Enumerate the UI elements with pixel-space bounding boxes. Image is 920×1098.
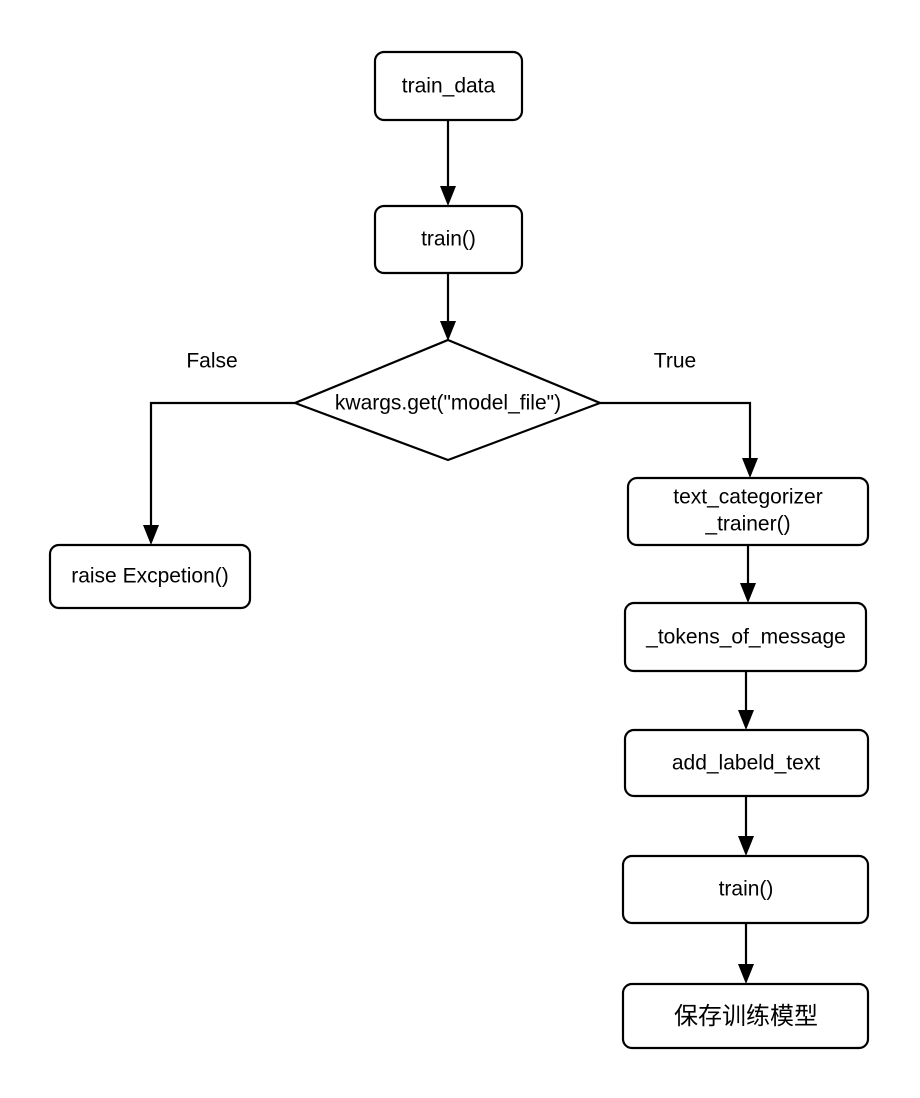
node-text-categorizer-trainer-shape: [626, 476, 870, 547]
node-save-model-shape: [621, 982, 870, 1050]
node-train-data-shape: [373, 50, 524, 122]
node-decision-shape: [291, 338, 603, 462]
node-decision-model-file[interactable]: kwargs.get("model_file"): [291, 338, 603, 462]
node-tokens-of-message-shape: [623, 601, 868, 673]
arrow-head-icon: [738, 710, 754, 730]
arrow-head-icon: [440, 186, 456, 206]
edge-train-to-decision: [440, 273, 456, 341]
node-save-model-label: 保存训练模型: [674, 1002, 818, 1030]
node-save-model[interactable]: 保存训练模型: [621, 982, 870, 1050]
branch-label-false: False: [186, 350, 237, 373]
node-text-categorizer-trainer[interactable]: text_categorizer _trainer(): [626, 476, 870, 547]
node-tokens-of-message[interactable]: _tokens_of_message: [623, 601, 868, 673]
node-raise-exception[interactable]: raise Excpetion(): [48, 543, 252, 610]
arrow-head-icon: [143, 525, 159, 545]
branch-label-true: True: [654, 350, 696, 373]
edge-train-data-to-train: [440, 120, 456, 206]
node-train-call-label: train(): [421, 228, 476, 251]
edge-text-categorizer-to-tokens: [740, 545, 756, 603]
arrow-head-icon: [440, 321, 456, 341]
arrow-head-icon: [742, 458, 758, 478]
node-train-inner-label: train(): [719, 878, 774, 901]
node-decision-label: kwargs.get("model_file"): [335, 392, 561, 415]
edge-add-labeld-text-to-train: [738, 796, 754, 856]
node-train-call-shape: [373, 204, 524, 275]
node-add-labeld-text-label: add_labeld_text: [672, 752, 820, 775]
node-raise-exception-shape: [48, 543, 252, 610]
node-add-labeld-text-shape: [623, 728, 870, 798]
arrow-head-icon: [738, 964, 754, 984]
node-text-categorizer-trainer-label-line1: text_categorizer: [673, 486, 822, 509]
arrow-head-icon: [740, 583, 756, 603]
node-raise-exception-label: raise Excpetion(): [71, 565, 229, 588]
node-train-inner[interactable]: train(): [621, 854, 870, 925]
arrow-head-icon: [738, 836, 754, 856]
node-train-call[interactable]: train(): [373, 204, 524, 275]
edge-train-to-save-model: [738, 923, 754, 984]
node-train-data[interactable]: train_data: [373, 50, 524, 122]
node-tokens-of-message-label: _tokens_of_message: [645, 626, 846, 649]
node-train-inner-shape: [621, 854, 870, 925]
edge-tokens-to-add-labeld-text: [738, 671, 754, 730]
node-train-data-label: train_data: [402, 75, 496, 98]
node-add-labeld-text[interactable]: add_labeld_text: [623, 728, 870, 798]
node-text-categorizer-trainer-label-line2: _trainer(): [704, 513, 790, 536]
edge-decision-true-to-text-categorizer: [600, 401, 758, 478]
edge-decision-false-to-raise-exception: [143, 401, 295, 545]
